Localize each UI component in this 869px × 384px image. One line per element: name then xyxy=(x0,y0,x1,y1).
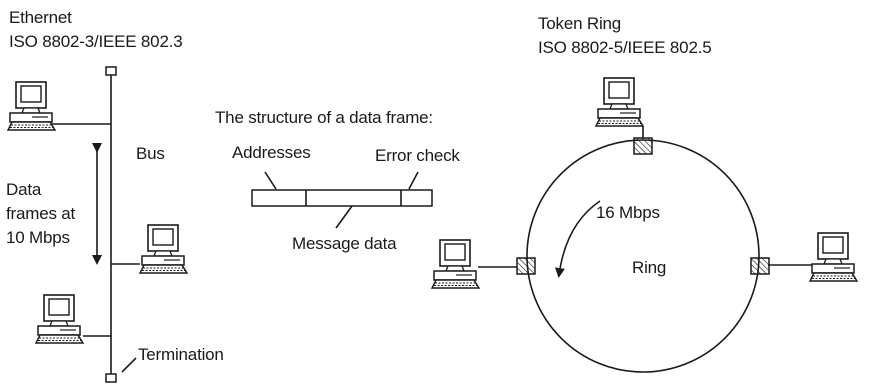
computer-icon xyxy=(809,232,858,282)
token-ring-standard: ISO 8802-5/IEEE 802.5 xyxy=(538,38,712,57)
ring-connector-icon xyxy=(750,257,770,275)
ring-label: Ring xyxy=(632,258,667,277)
error-check-label: Error check xyxy=(375,146,460,165)
computer-icon xyxy=(7,81,56,131)
token-ring-title: Token Ring xyxy=(538,14,622,33)
ethernet-title: Ethernet xyxy=(9,8,72,27)
speed-line-1: Data xyxy=(6,180,42,199)
message-pointer xyxy=(335,205,353,229)
frame-box xyxy=(251,189,433,207)
bus-label: Bus xyxy=(136,144,165,163)
speed-line-3: 10 Mbps xyxy=(6,228,70,247)
ring-connector-icon xyxy=(633,137,653,155)
message-data-label: Message data xyxy=(292,234,397,253)
addresses-label: Addresses xyxy=(232,143,311,162)
termination-label: Termination xyxy=(138,345,224,364)
ring-speed-label: 16 Mbps xyxy=(596,203,660,222)
terminator-icon xyxy=(105,66,117,76)
computer-icon xyxy=(431,239,480,289)
computer-icon xyxy=(595,77,644,127)
frame-heading: The structure of a data frame: xyxy=(215,108,433,127)
direction-arrow-icon xyxy=(555,200,601,278)
computer-icon xyxy=(139,224,188,274)
termination-pointer xyxy=(121,357,137,373)
addresses-pointer xyxy=(264,171,277,190)
error-check-pointer xyxy=(408,171,419,190)
speed-line-2: frames at xyxy=(6,204,76,223)
computer-icon xyxy=(35,294,84,344)
ring-circle xyxy=(526,139,760,373)
terminator-icon xyxy=(105,373,117,383)
ring-connector-icon xyxy=(516,257,536,275)
ethernet-standard: ISO 8802-3/IEEE 802.3 xyxy=(9,32,183,51)
